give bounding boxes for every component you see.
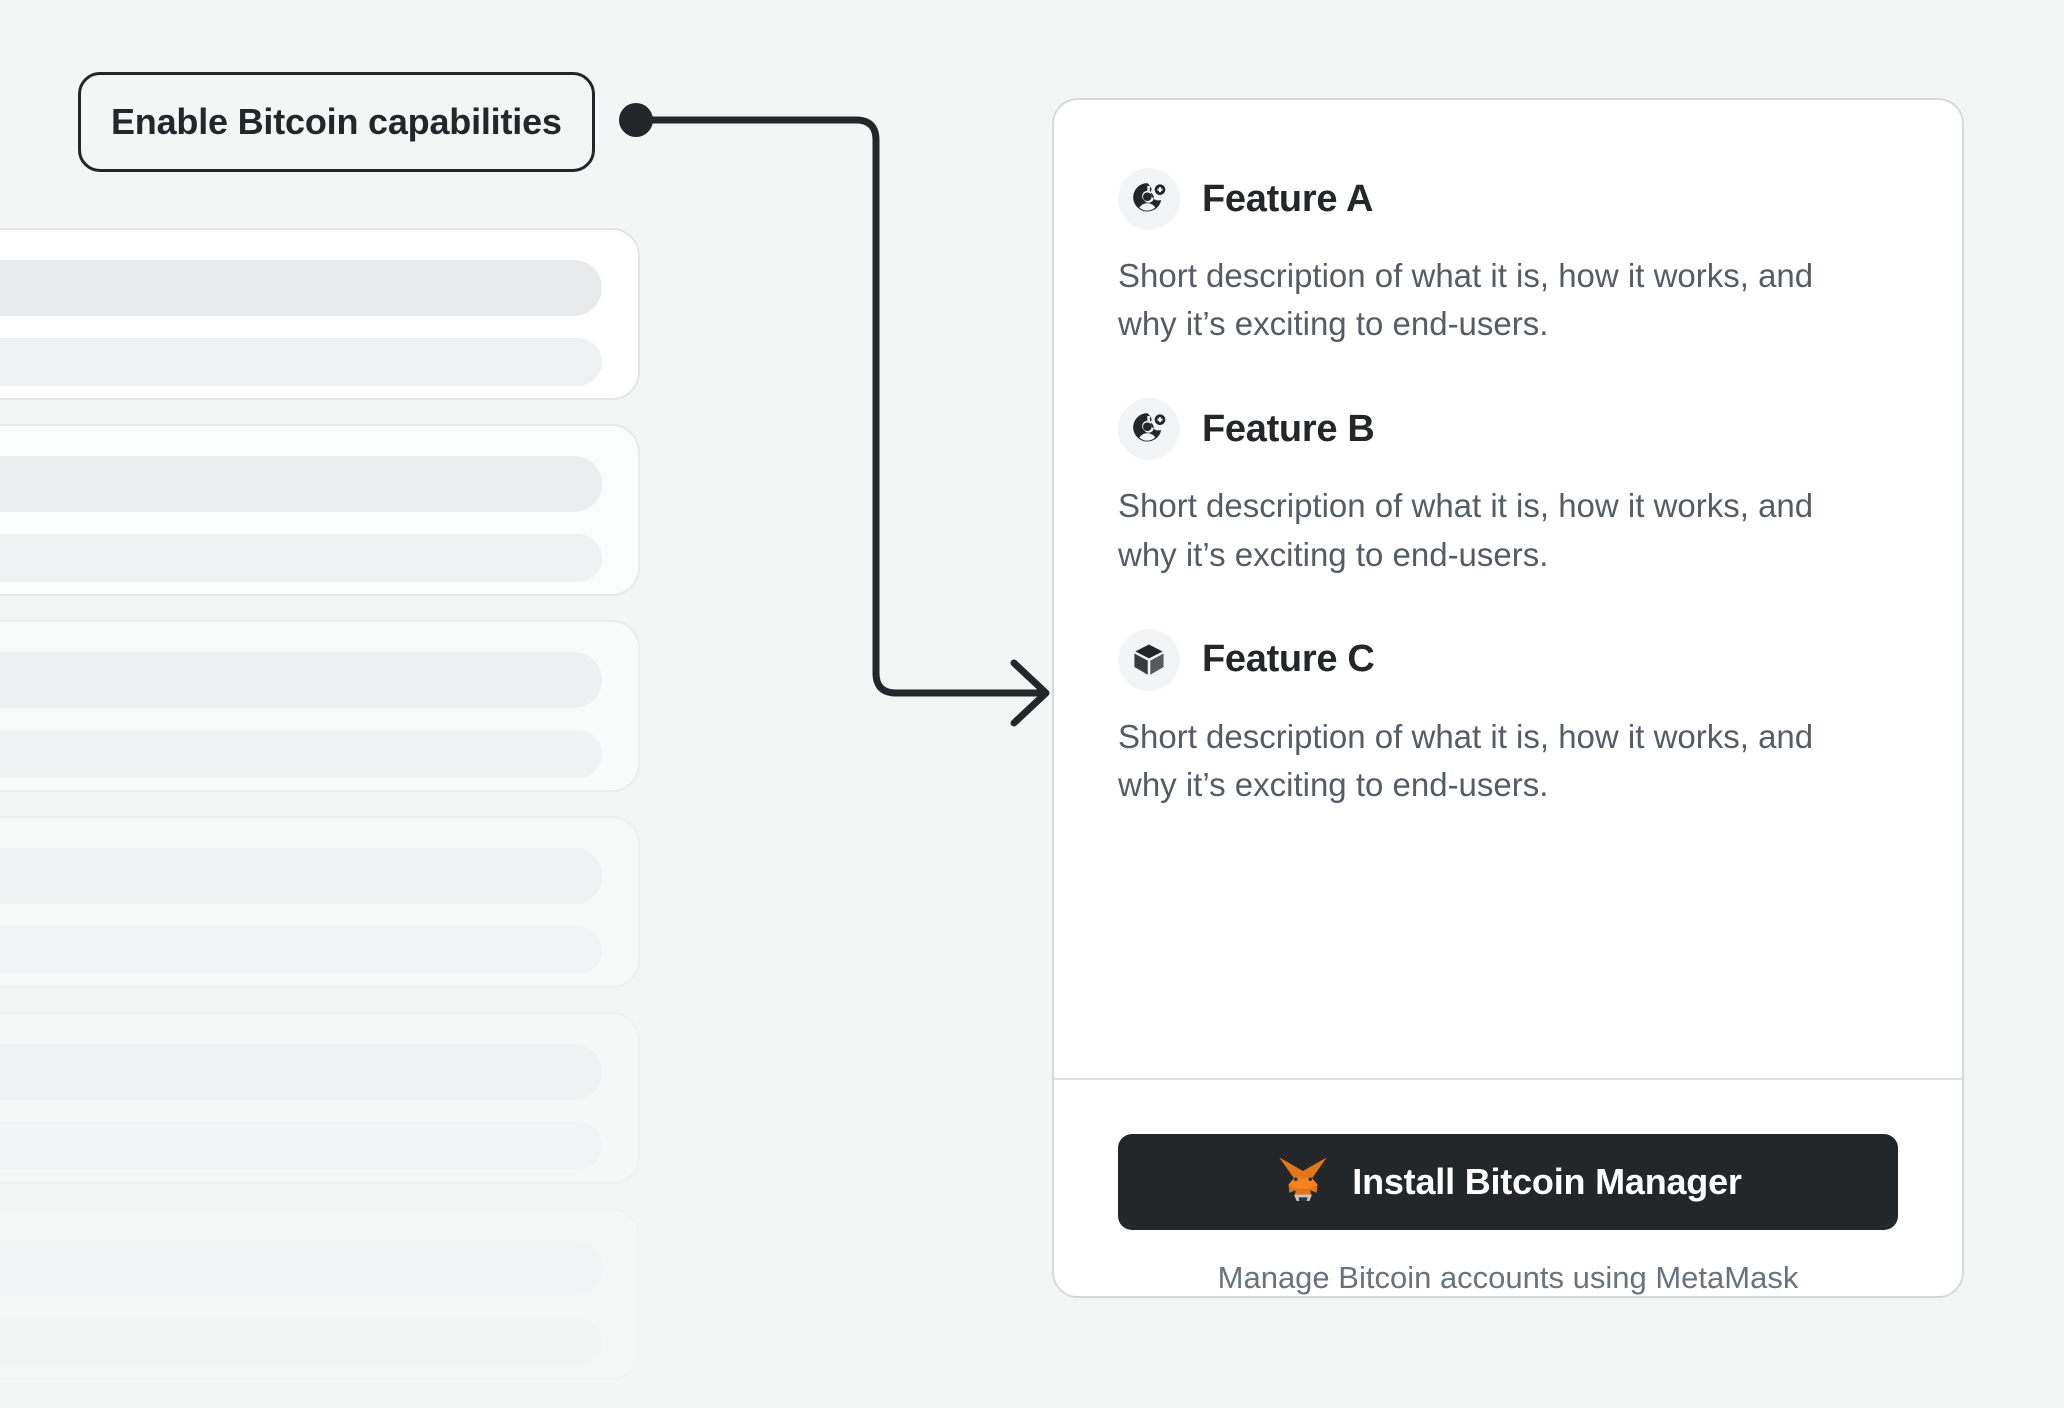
feature-c-header: Feature C <box>1118 628 1898 691</box>
cube-icon <box>1118 628 1180 691</box>
skeleton-bar-primary <box>0 456 602 512</box>
feature-b-title: Feature B <box>1202 407 1375 450</box>
skeleton-bar-secondary <box>0 926 602 974</box>
install-subtitle: Manage Bitcoin accounts using MetaMask <box>1217 1260 1799 1295</box>
skeleton-card <box>0 620 640 792</box>
install-button-label: Install Bitcoin Manager <box>1352 1161 1742 1202</box>
feature-b-header: Feature B <box>1118 398 1898 461</box>
skeleton-bar-secondary <box>0 534 602 582</box>
callout-label-text: Enable Bitcoin capabilities <box>111 101 562 142</box>
feature-block-c: Feature C Short description of what it i… <box>1118 628 1898 809</box>
connector-arrowhead <box>1010 659 1050 727</box>
callout-label-pill: Enable Bitcoin capabilities <box>78 72 595 172</box>
card-footer: Install Bitcoin Manager Manage Bitcoin a… <box>1054 1080 1962 1296</box>
skeleton-bar-primary <box>0 848 602 904</box>
skeleton-bar-primary <box>0 652 602 708</box>
connector-path <box>632 116 1048 697</box>
skeleton-card <box>0 816 640 988</box>
skeleton-bar-secondary <box>0 1318 602 1366</box>
feature-a-header: Feature A <box>1118 168 1898 230</box>
skeleton-bar-primary <box>0 1044 602 1100</box>
user-add-icon <box>1118 168 1180 230</box>
feature-c-description: Short description of what it is, how it … <box>1118 717 1814 803</box>
metamask-fox-icon <box>1274 1152 1332 1213</box>
skeleton-bar-secondary <box>0 1122 602 1170</box>
skeleton-card <box>0 1208 640 1380</box>
skeleton-bar-primary <box>0 260 602 316</box>
feature-a-description: Short description of what it is, how it … <box>1118 257 1814 343</box>
feature-b-description: Short description of what it is, how it … <box>1118 487 1814 573</box>
skeleton-bar-secondary <box>0 338 602 386</box>
user-add-icon <box>1118 398 1180 461</box>
feature-card: Feature A Short description of what it i… <box>1052 98 1964 1298</box>
skeleton-card <box>0 424 640 596</box>
feature-block-b: Feature B Short description of what it i… <box>1118 398 1898 578</box>
skeleton-card <box>0 1012 640 1184</box>
feature-a-title: Feature A <box>1202 177 1374 220</box>
skeleton-bar-primary <box>0 1240 602 1296</box>
skeleton-card <box>0 228 640 400</box>
skeleton-card-list <box>0 228 640 1404</box>
feature-c-title: Feature C <box>1202 638 1375 681</box>
card-divider <box>1054 1078 1962 1080</box>
connector-anchor-dot <box>619 103 653 137</box>
feature-list: Feature A Short description of what it i… <box>1054 100 1962 1032</box>
install-bitcoin-manager-button[interactable]: Install Bitcoin Manager <box>1118 1134 1898 1230</box>
skeleton-bar-secondary <box>0 730 602 778</box>
feature-block-a: Feature A Short description of what it i… <box>1118 168 1898 348</box>
